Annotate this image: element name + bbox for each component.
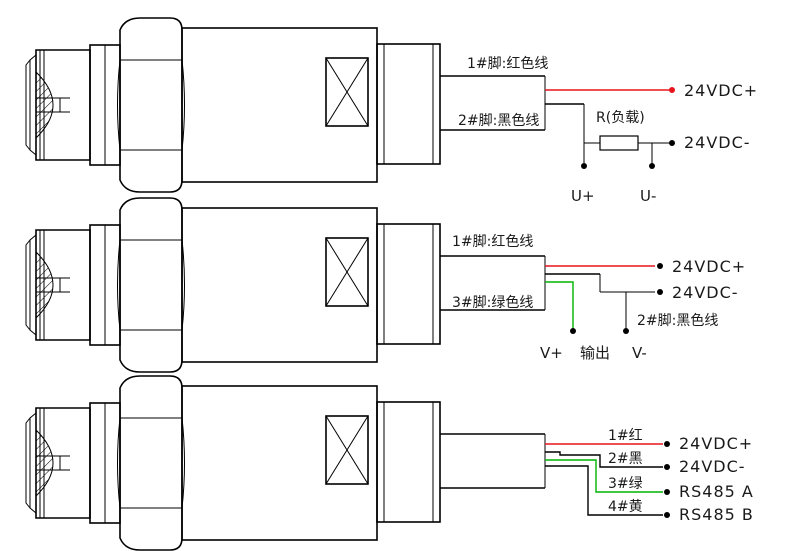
pin4-label-3: 4#黄 [608,498,643,515]
terminal-v-plus [570,328,576,334]
terminal-u-minus [649,163,655,169]
terminal-24vdc-minus-1 [669,140,675,146]
green-wire-3 [545,459,663,493]
diagram-1-current-output: 1#脚:红色线 2#脚:黑色线 R(负载) 24VDC+ 24VDC- U+ U… [25,17,758,205]
terminal-v-minus [623,328,629,334]
vplus-label-3: 24VDC+ [679,434,753,453]
terminal-24vdc-minus-2 [657,289,663,295]
load-label: R(负载) [596,110,645,126]
load-resistor [599,135,639,151]
terminal-24vdc-plus-2 [657,263,663,269]
pin1-label-3: 1#红 [608,428,643,444]
output-label: 输出 [580,344,610,362]
pin1-label-2: 1#脚:红色线 [452,233,533,250]
vminus-label-1: 24VDC- [684,133,751,152]
vminus-label-2: 24VDC- [672,283,739,302]
diagram-2-voltage-output: 1#脚:红色线 3#脚:绿色线 2#脚:黑色线 24VDC+ 24VDC- V+… [25,197,746,373]
yellow-wire-3 [545,465,663,516]
terminal-24vdc-plus-1 [669,87,675,93]
terminal-24vdc-plus-3 [664,441,670,447]
rs485-b-label: RS485 B [679,505,754,524]
pin2-label-2: 2#脚:黑色线 [637,312,718,329]
terminal-rs485-b [664,512,670,518]
diagram-3-rs485-output: 1#红 2#黑 3#绿 4#黄 24VDC+ 24VDC- RS485 A RS… [25,375,754,551]
rs485-a-label: RS485 A [679,482,754,501]
sensor-body-2 [25,197,546,373]
terminal-rs485-a [664,489,670,495]
terminal-u-plus [581,163,587,169]
u-minus-label: U- [640,187,656,205]
u-plus-label: U+ [571,187,595,205]
pin2-label-1: 2#脚:黑色线 [458,112,539,129]
terminal-24vdc-minus-3 [664,464,670,470]
pin1-label-1: 1#脚:红色线 [467,55,548,72]
sensor-body-1 [25,17,546,193]
pin3-label-3: 3#绿 [608,476,643,492]
sensor-body-3 [25,375,546,551]
pin2-label-3: 2#黑 [608,451,643,467]
vminus-label-3: 24VDC- [679,457,746,476]
v-plus-label: V+ [540,344,563,362]
pin3-label-2: 3#脚:绿色线 [452,294,533,311]
v-minus-label: V- [632,344,647,362]
vplus-label-1: 24VDC+ [684,81,758,100]
green-wire-2 [545,281,574,330]
black-wire-3 [545,451,663,468]
vplus-label-2: 24VDC+ [672,257,746,276]
